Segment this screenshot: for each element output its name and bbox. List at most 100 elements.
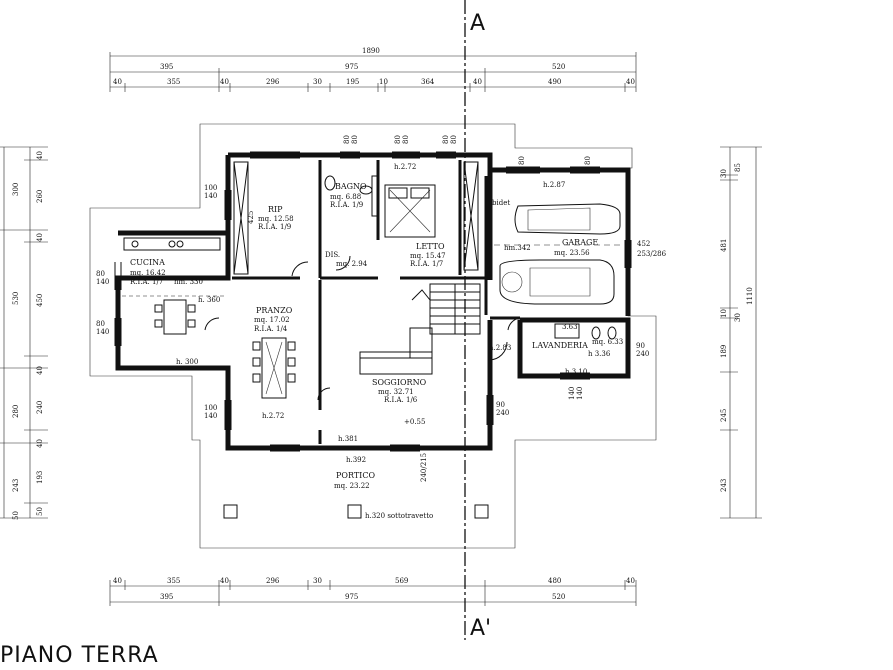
- room-area: mq. 16.42: [130, 269, 166, 277]
- room-name: PRANZO: [256, 306, 293, 315]
- room-portico: h.392 PORTICO mq. 23.22 h.320 sottotrave…: [334, 453, 433, 520]
- opening-mark: 240: [496, 409, 509, 417]
- room-ria: R.I.A. 1/9: [330, 201, 363, 209]
- dim-bottom-detail: 296: [266, 577, 280, 585]
- opening-annotations: 80 140 80 140 100 140 100 140 80 80 80 8…: [96, 135, 649, 420]
- room-ria: R.I.A. 1/7: [130, 278, 163, 286]
- opening-mark: 140: [204, 192, 217, 200]
- dim-top-detail: 364: [421, 78, 435, 86]
- opening-mark: 80: [351, 135, 359, 144]
- opening-mark: 140: [568, 387, 576, 400]
- dim-left: 50: [12, 511, 20, 520]
- sofa: [359, 327, 433, 375]
- dim-top-detail: 40: [626, 78, 635, 86]
- room-height: h.2.87: [543, 181, 565, 189]
- room-level: +0.55: [404, 418, 425, 426]
- dim-top-total: 1890: [362, 47, 380, 55]
- room-height: h.2.83: [489, 344, 511, 352]
- room-area: mq. 23.56: [554, 249, 590, 257]
- room-name: BAGNO: [335, 182, 367, 191]
- dim-bottom-detail: 40: [113, 577, 122, 585]
- dim-right: 189: [720, 345, 728, 358]
- room-name: LETTO: [416, 242, 445, 251]
- dim-left-detail: 40: [36, 151, 44, 160]
- opening-mark: 80: [402, 135, 410, 144]
- opening-mark: 100: [204, 404, 217, 412]
- dim-left-detail: 193: [36, 471, 44, 484]
- room-area: mq. 2.94: [336, 260, 368, 268]
- dim-bottom-detail: 40: [626, 577, 635, 585]
- dim-right: 30: [720, 169, 728, 178]
- room-area: mq. 32.71: [378, 388, 414, 396]
- dim-right: 245: [720, 409, 728, 422]
- dim-bottom-detail: 30: [313, 577, 322, 585]
- drawing-title: PIANO TERRA: [0, 643, 159, 668]
- opening-mark: 80: [343, 135, 351, 144]
- opening-mark: 90: [636, 342, 645, 350]
- room-height: h.381: [338, 435, 358, 443]
- room-lavanderia: h.2.83 3.63 LAVANDERIA mq. 6.33 h 3.36 h…: [489, 323, 623, 376]
- room-height: hm. 330: [174, 278, 203, 286]
- room-area: mq. 17.02: [254, 316, 290, 324]
- dim-bottom-mid: 395: [160, 593, 173, 601]
- room-height: h.320 sottotravetto: [365, 512, 433, 520]
- dim-bottom-detail: 355: [167, 577, 180, 585]
- room-bagno: BAGNO mq. 6.88 R.I.A. 1/9: [330, 182, 367, 209]
- dim-left: 300: [12, 183, 20, 196]
- bed: [384, 184, 436, 238]
- dim-left: 243: [12, 479, 20, 492]
- room-dis: DIS. mq. 2.94: [325, 251, 368, 268]
- room-pranzo: PRANZO mq. 17.02 R.I.A. 1/4 h.2.72: [254, 306, 293, 420]
- room-note: bidet: [492, 199, 510, 207]
- top-dimension-chains: 1890 395 975 520 40 355 40 296 30 195 10…: [109, 47, 637, 92]
- opening-mark: 80: [442, 135, 450, 144]
- opening-mark: 140: [96, 328, 109, 336]
- dim-top-mid-1: 395: [160, 63, 173, 71]
- dim-top-detail: 296: [266, 78, 280, 86]
- exterior-walls: [115, 152, 631, 451]
- room-height: hm.342: [504, 244, 531, 252]
- roof-outline: [89, 123, 657, 549]
- kitchen-counter: [123, 237, 221, 251]
- dim-right: 243: [720, 479, 728, 492]
- opening-mark: 80: [394, 135, 402, 144]
- room-area: mq. 12.58: [258, 215, 294, 223]
- dim-left-detail: 40: [36, 233, 44, 242]
- opening-mark: 80: [450, 135, 458, 144]
- dim-right: 10: [720, 309, 728, 318]
- garage-car-2: [499, 259, 615, 305]
- room-area: mq. 6.88: [330, 193, 361, 201]
- storage-shelves: [233, 161, 479, 275]
- dim-left: 530: [12, 292, 20, 305]
- room-name: CUCINA: [130, 258, 165, 267]
- dim-left-detail: 40: [36, 439, 44, 448]
- dim-bottom-detail: 569: [395, 577, 408, 585]
- room-name: RIP: [268, 205, 283, 214]
- room-ria: R.I.A. 1/7: [410, 260, 443, 268]
- room-area: mq. 23.22: [334, 482, 370, 490]
- room-letto: h.2.72 LETTO mq. 15.47 R.I.A. 1/7: [394, 163, 446, 268]
- room-dim: 3.63: [562, 323, 578, 331]
- dim-right: 30: [734, 313, 742, 322]
- dim-top-detail: 40: [113, 78, 122, 86]
- dim-top-detail: 490: [548, 78, 561, 86]
- section-label-bottom: A': [470, 616, 491, 641]
- room-name: GARAGE: [562, 238, 598, 247]
- dim-left: 280: [12, 405, 20, 418]
- opening-mark: 80: [584, 156, 592, 165]
- windows: [114, 151, 632, 452]
- room-height: h.2.72: [262, 412, 284, 420]
- room-rip: RIP mq. 12.58 R.I.A. 1/9 425: [247, 205, 294, 231]
- kitchen-table: [154, 299, 196, 335]
- dim-left-detail: 260: [36, 190, 44, 203]
- opening-mark: 90: [496, 401, 505, 409]
- dim-right: 85: [734, 163, 742, 172]
- dim-left-detail: 50: [36, 507, 44, 516]
- room-height: h.392: [346, 456, 366, 464]
- dim-bottom-mid: 975: [345, 593, 358, 601]
- dim-left-detail: 40: [36, 366, 44, 375]
- room-ria: R.I.A. 1/4: [254, 325, 288, 333]
- dim-bottom-mid: 520: [552, 593, 565, 601]
- dim-top-detail: 40: [473, 78, 482, 86]
- right-dimension-chains: 30 85 481 10 30 189 245 243 1110: [720, 146, 762, 519]
